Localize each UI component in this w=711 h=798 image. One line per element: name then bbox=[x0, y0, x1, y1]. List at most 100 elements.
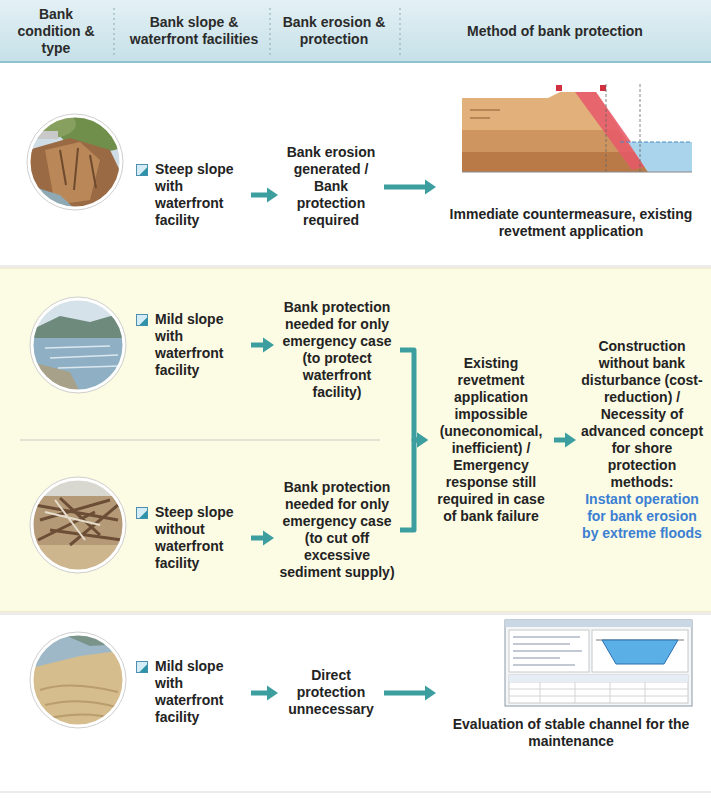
checkbox-icon bbox=[137, 165, 148, 176]
node-text: Steep slope without waterfront facility bbox=[155, 504, 247, 572]
column-heading: Method of bank protection bbox=[405, 23, 705, 40]
arrow-head bbox=[425, 686, 436, 701]
checkbox-icon bbox=[139, 664, 148, 673]
software-screenshot bbox=[509, 675, 688, 703]
node-text: Construction without bank disturbance (c… bbox=[580, 338, 704, 491]
photo-sandy-bank bbox=[31, 633, 125, 727]
flow-arrow bbox=[400, 433, 428, 531]
header-band bbox=[0, 0, 711, 62]
arrow-head bbox=[267, 188, 278, 203]
revetment-cross-section bbox=[462, 172, 692, 173]
arrow-line bbox=[554, 438, 567, 443]
revetment-cross-section bbox=[640, 84, 641, 172]
checkbox-icon bbox=[139, 167, 148, 176]
flow-arrow bbox=[400, 350, 428, 448]
photo-eroded-steep-bank bbox=[28, 138, 122, 209]
arrow-head bbox=[267, 686, 278, 701]
header-band bbox=[114, 8, 115, 55]
erosion-step: Bank protection needed for only emergenc… bbox=[278, 299, 396, 401]
photo-eroded-steep-bank bbox=[24, 104, 138, 209]
revetment-cross-section bbox=[462, 80, 692, 176]
row-bands bbox=[0, 268, 711, 269]
photo-debris-steep-bank bbox=[30, 477, 126, 573]
checkbox-icon bbox=[139, 510, 148, 519]
header-band bbox=[0, 61, 711, 63]
photo-mild-slope-river bbox=[31, 298, 125, 392]
flow-arrow bbox=[384, 180, 436, 195]
software-screenshot bbox=[505, 620, 692, 627]
node-text: Bank erosion generated / Bank protection… bbox=[282, 144, 380, 229]
photo-sandy-bank bbox=[31, 633, 125, 727]
flow-arrow bbox=[251, 188, 278, 203]
row-bands bbox=[0, 266, 711, 792]
arrow-head bbox=[417, 433, 428, 448]
checkbox-icon bbox=[137, 662, 148, 673]
revetment-cross-section bbox=[620, 142, 692, 143]
arrow-head bbox=[263, 531, 274, 546]
header-band: Bank condition & typeBank slope & waterf… bbox=[0, 0, 711, 62]
erosion-step: Bank protection needed for only emergenc… bbox=[278, 479, 396, 581]
method-result: Evaluation of stable channel for the mai… bbox=[440, 618, 702, 750]
photo-mild-slope-river bbox=[30, 297, 126, 393]
node-text: Steep slope with waterfront facility bbox=[155, 161, 247, 229]
photo-mild-slope-river bbox=[31, 312, 125, 340]
revetment-cross-section bbox=[462, 92, 648, 172]
checkbox-icon bbox=[137, 315, 148, 326]
node-text: Immediate countermeasure, existing revet… bbox=[440, 206, 702, 240]
photo-debris-steep-bank bbox=[31, 478, 125, 572]
condition-label: Mild slope with waterfront facility bbox=[155, 658, 247, 726]
revetment-cross-section bbox=[628, 142, 692, 172]
photo-debris-steep-bank bbox=[45, 500, 100, 540]
software-screenshot bbox=[602, 640, 678, 664]
revetment-cross-section bbox=[600, 85, 606, 91]
arrow-head bbox=[565, 433, 576, 448]
condition-label: Steep slope without waterfront facility bbox=[155, 504, 247, 572]
arrow-line bbox=[251, 691, 269, 696]
arrow-head bbox=[417, 433, 428, 448]
erosion-step: Bank erosion generated / Bank protection… bbox=[282, 144, 380, 229]
erosion-step: Direct protection unnecessary bbox=[282, 667, 380, 718]
arrow-line bbox=[251, 536, 265, 541]
row-bands bbox=[0, 268, 711, 612]
software-screenshot bbox=[509, 675, 688, 682]
node-text: Bank protection needed for only emergenc… bbox=[278, 299, 396, 401]
condition-label: Steep slope with waterfront facility bbox=[155, 161, 247, 229]
row-bands bbox=[0, 614, 711, 615]
node-text: Bank protection needed for only emergenc… bbox=[278, 479, 396, 581]
header-band bbox=[400, 8, 401, 55]
checkbox-icon bbox=[136, 314, 148, 326]
photo-debris-steep-bank bbox=[32, 479, 124, 571]
flow-arrow bbox=[251, 338, 274, 353]
column-heading: Bank erosion & protection bbox=[276, 14, 392, 48]
checkbox-icon bbox=[136, 507, 148, 519]
method-result: Construction without bank disturbance (c… bbox=[580, 338, 704, 542]
method-result: Immediate countermeasure, existing revet… bbox=[440, 80, 702, 240]
photo-eroded-steep-bank bbox=[24, 104, 138, 210]
checkbox-icon bbox=[136, 164, 148, 176]
header-band bbox=[0, 0, 711, 62]
revetment-cross-section bbox=[556, 85, 562, 91]
flow-arrow bbox=[251, 531, 274, 546]
photo-debris-steep-bank bbox=[31, 478, 125, 572]
arrow-line bbox=[251, 343, 265, 348]
photo-eroded-steep-bank bbox=[29, 116, 121, 208]
arrow-line bbox=[384, 691, 427, 696]
photo-eroded-steep-bank bbox=[27, 114, 123, 210]
flow-arrow bbox=[384, 686, 436, 701]
software-screenshot bbox=[505, 620, 692, 706]
node-text: Mild slope with waterfront facility bbox=[155, 658, 247, 726]
node-text: Direct protection unnecessary bbox=[282, 667, 380, 718]
arrow-line bbox=[400, 350, 419, 440]
software-screenshot bbox=[505, 620, 692, 706]
arrow-line bbox=[400, 440, 419, 530]
photo-mild-slope-river bbox=[31, 338, 125, 392]
checkbox-icon bbox=[136, 661, 148, 673]
node-text: Instant operation for bank erosion by ex… bbox=[580, 491, 704, 542]
row-bands bbox=[0, 612, 711, 613]
assessment-step: Existing revetment application impossibl… bbox=[432, 355, 550, 525]
photo-sandy-bank bbox=[32, 634, 124, 726]
photo-debris-steep-bank bbox=[30, 477, 126, 573]
arrow-head bbox=[263, 338, 274, 353]
